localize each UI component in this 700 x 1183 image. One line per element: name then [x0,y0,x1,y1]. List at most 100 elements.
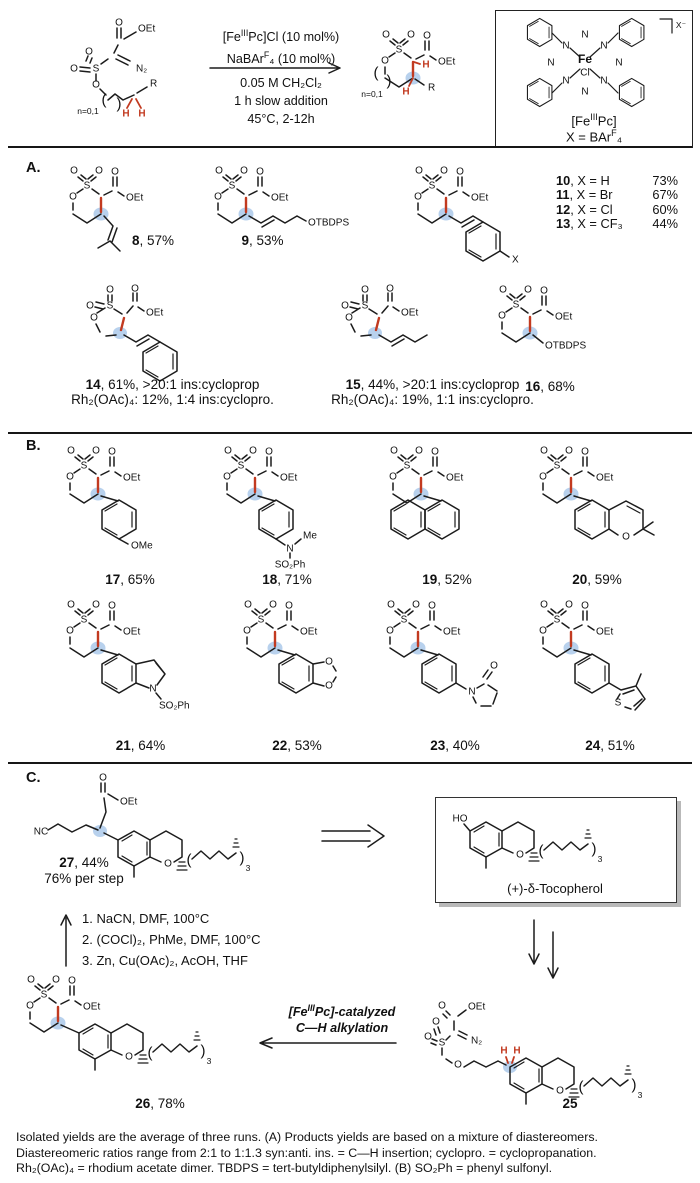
structure-tocopherol: HO [453,814,604,869]
tocopherol-name: (+)-δ-Tocopherol [507,881,603,896]
atom-label: N [581,30,588,41]
atom-label: OTBDPS [545,341,586,352]
atom-label: NC [34,827,48,838]
step-line: 2. (COCl)₂, PhMe, DMF, 100°C [82,932,261,947]
section-b-label: B. [26,438,41,454]
atom-label-cl: Cl [580,68,589,79]
reaction-arrow [209,62,341,74]
atom-label: O [92,80,100,91]
atom-label: N [562,76,569,87]
condition-line: 0.05 M CH₂Cl₂ [240,76,322,90]
down-arrows [528,919,559,979]
atom-label: SO₂Ph [159,701,190,712]
compound-caption: 17, 65% [105,572,155,587]
label-line: [FeIIIPc]-catalyzed [288,1003,396,1020]
compound-caption: 14, 61%, >20:1 ins:cycloprop [85,377,260,392]
condition-line: 45°C, 2-12h [247,112,315,126]
counterion-definition: X = BArF₄ [565,128,623,145]
atom-label: O [85,47,93,58]
atom-label: ) [387,73,392,90]
atom-label: O [325,657,333,668]
compound-caption-line2: Rh₂(OAc)₄: 19%, 1:1 ins:cyclopro. [331,392,534,407]
label-line: C—H alkylation [295,1021,389,1036]
compound-caption: 8, 57% [132,233,175,248]
atom-label: R [150,79,157,90]
compound-caption: 16, 68% [525,379,575,394]
atom-label: N [149,684,156,695]
atom-label-h-red: H [422,60,429,71]
alkylation-arrow-label: [FeIIIPc]-catalyzed C—H alkylation [262,1000,422,1036]
atom-label: N [581,87,588,98]
atom-label: O [99,773,107,784]
atom-label: OEt [120,797,137,808]
compound-caption: 18, 71% [262,572,312,587]
atom-label: OMe [131,541,153,552]
footnote-line: Diastereomeric ratios range from 2:1 to … [16,1145,597,1160]
step-conditions: 1. NaCN, DMF, 100°C 2. (COCl)₂, PhMe, DM… [82,908,261,971]
compound-caption: 26, 78% [135,1096,185,1111]
atom-label: O [454,1060,462,1071]
structure-compound-9: OTBDPS [212,164,349,229]
atom-label: O [70,64,78,75]
structure-compound-26 [24,973,213,1071]
up-arrow [60,914,72,967]
compound-caption: 25 [562,1096,578,1111]
atom-label: N [547,58,554,69]
condition-line: 1 h slow addition [234,94,328,108]
compound-caption: 9, 53% [241,233,284,248]
footnote: Isolated yields are the average of three… [16,1130,692,1177]
atom-label: N₂ [471,1036,482,1047]
reaction-conditions-top: [FeIIIPc]Cl (10 mol%) NaBArF₄ (10 mol%) [206,24,356,68]
condition-line: NaBArF₄ (10 mol%) [226,50,336,67]
structure-compound-15 [339,282,428,347]
compound-caption: 24, 51% [585,738,635,753]
compound-caption: 19, 52% [422,572,472,587]
atom-label: O [432,1017,440,1028]
structure-compound-24: S [537,598,646,711]
compound-caption-line2: 76% per step [44,871,124,886]
structure-compound-8 [67,164,145,252]
structure-compound-19 [387,444,465,540]
step-line: 1. NaCN, DMF, 100°C [82,911,210,926]
footnote-line: Isolated yields are the average of three… [16,1130,598,1144]
atom-label: N [286,544,293,555]
atom-label: O [438,1001,446,1012]
atom-label-fe: Fe [578,52,592,66]
atom-label: N [468,687,475,698]
atom-label: N₂ [136,64,147,75]
atom-label: ( [374,65,379,82]
compound-caption: 21, 64% [115,738,166,753]
counterion-label: X⁻ [676,20,687,30]
atom-label: n=0,1 [361,89,383,99]
atom-label: S [93,64,100,75]
compound-caption: 23, 40% [430,738,480,753]
structure-compound-22: O O [241,598,337,694]
section-divider [8,146,692,148]
structure-compound-18: N Me SO₂Ph [221,444,317,571]
atom-label: N [562,41,569,52]
structure-compounds-10-13: X [412,164,519,266]
atom-label-h-red: H [500,1046,507,1057]
compound-caption: 20, 59% [572,572,622,587]
atom-label: O [424,1032,432,1043]
atom-label: HO [453,814,468,825]
atom-label: N [600,76,607,87]
section-divider [8,762,692,764]
section-c-label: C. [26,770,41,786]
reaction-conditions-bottom: 0.05 M CH₂Cl₂ 1 h slow addition 45°C, 2-… [206,74,356,128]
atom-label: ) [117,96,122,113]
atom-label: S [439,1038,446,1049]
atom-label: O [490,661,498,672]
catalyst-name: [FeIIIPc] [571,112,617,129]
atom-label: N [615,58,622,69]
structure-compound-16: OTBDPS [496,283,586,352]
atom-label: N [600,41,607,52]
structure-product-general: H H R ( ) n=0,1 [361,28,457,99]
atom-label-h-red: H [138,109,145,120]
retrosynthesis-arrow [321,824,385,848]
section-divider [8,432,692,434]
